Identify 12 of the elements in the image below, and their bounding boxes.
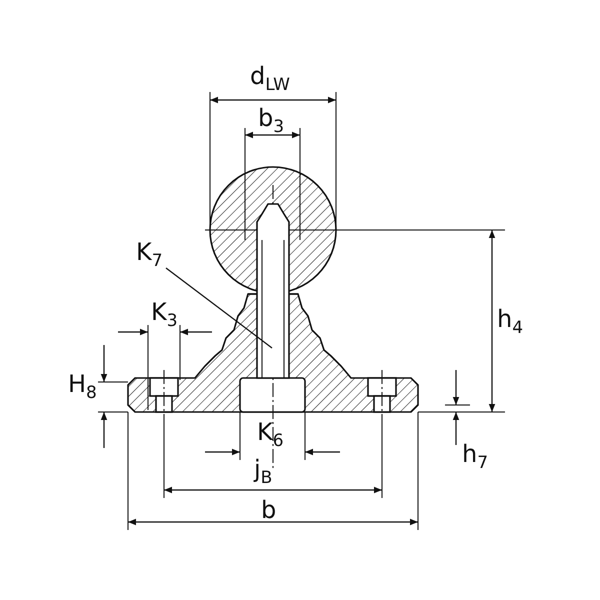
- dimension-label: H$_{8}$: [68, 372, 97, 402]
- dimension-label: d$_{LW}$: [250, 64, 290, 94]
- callout-label: K$_{7}$: [136, 240, 163, 270]
- screw-stud: [256, 203, 290, 379]
- dimension-label: b: [261, 498, 276, 522]
- dimension-label: K$_{3}$: [151, 300, 178, 330]
- leader-line: [166, 268, 272, 348]
- dimension-label: h$_{4}$: [497, 307, 524, 337]
- dimension-label: h$_{7}$: [462, 442, 488, 472]
- dimension-label: K$_{6}$: [257, 420, 284, 450]
- dimension-label: j$_{B}$: [254, 457, 272, 487]
- dimension-label: b$_{3}$: [258, 106, 284, 136]
